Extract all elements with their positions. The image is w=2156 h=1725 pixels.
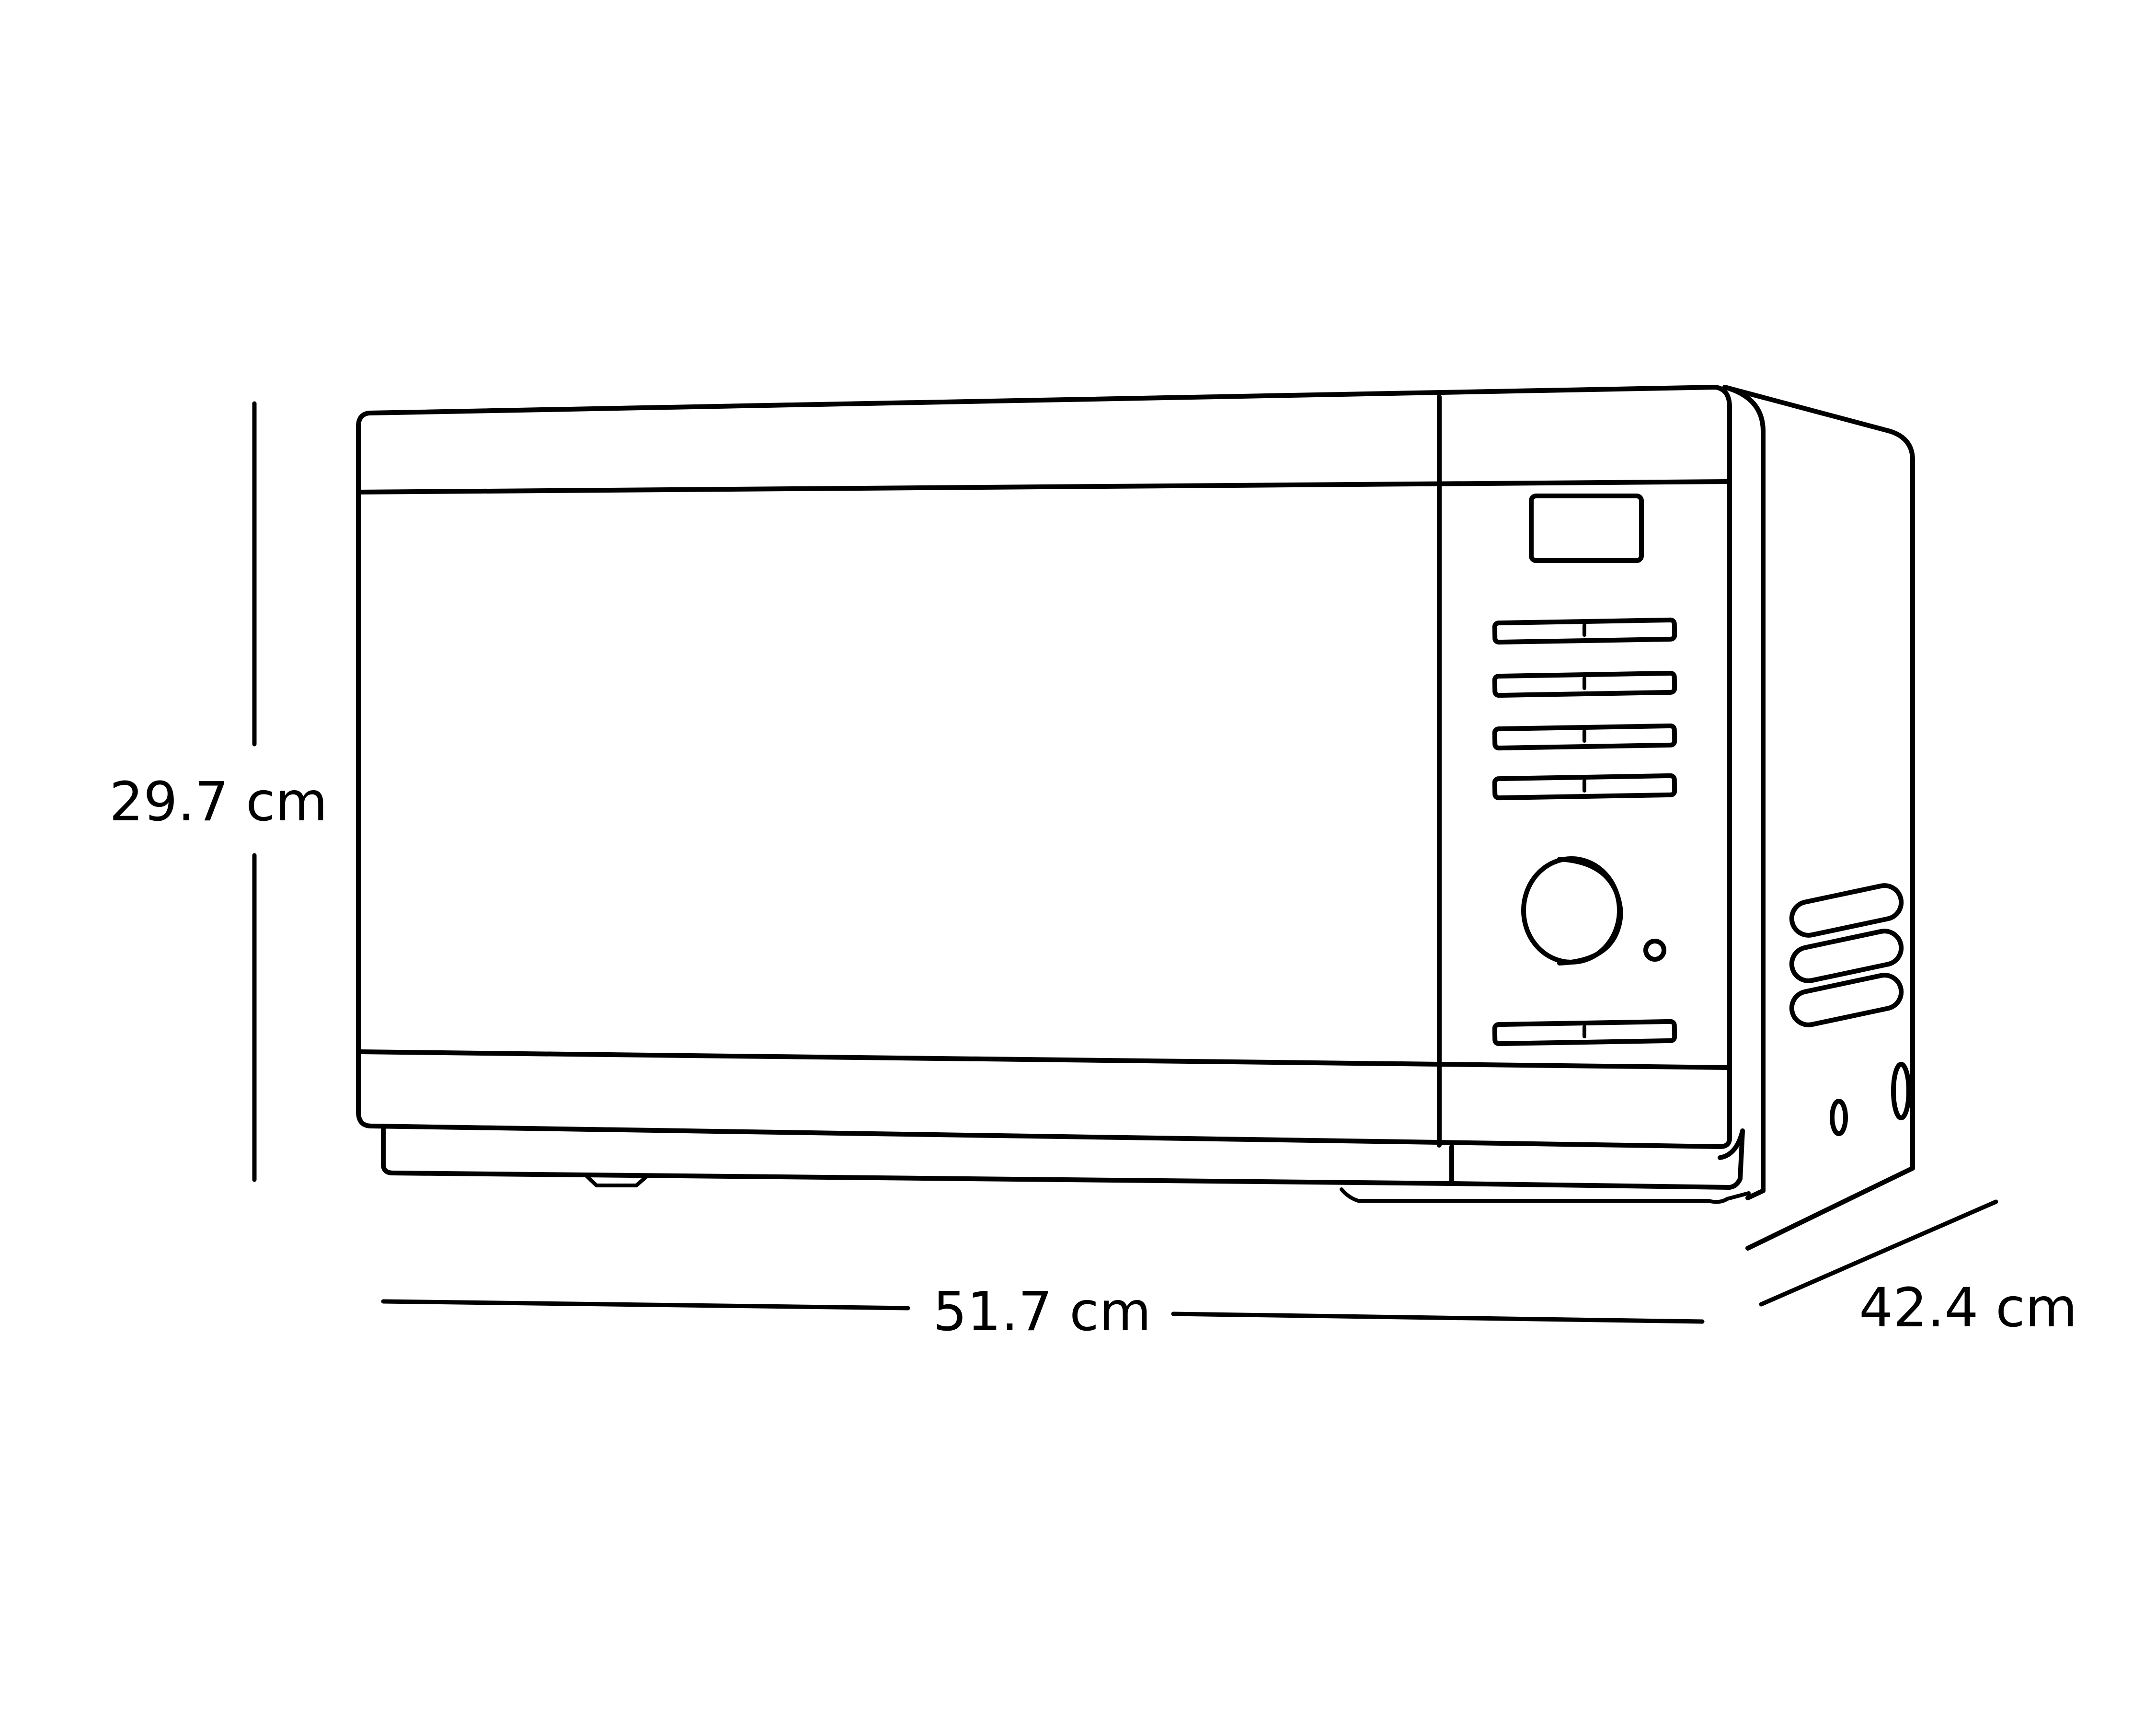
side-panel bbox=[1722, 385, 1915, 1251]
height-label: 29.7 cm bbox=[109, 771, 328, 833]
depth-label: 42.4 cm bbox=[1859, 1277, 2077, 1339]
door-window[interactable] bbox=[364, 498, 1437, 1049]
side-vent bbox=[1789, 973, 1904, 1027]
button-3[interactable] bbox=[1492, 723, 1677, 751]
button-4[interactable] bbox=[1492, 773, 1677, 801]
bottom-trim bbox=[356, 1049, 1732, 1070]
side-vent bbox=[1789, 929, 1904, 983]
indicator-light bbox=[1643, 939, 1666, 962]
control-knob[interactable] bbox=[1521, 856, 1623, 966]
width-label: 51.7 cm bbox=[933, 1281, 1151, 1343]
microwave bbox=[356, 385, 1915, 1251]
depth-dimension: 42.4 cm bbox=[1759, 1199, 2077, 1339]
side-hole bbox=[1830, 1099, 1848, 1136]
foot bbox=[1340, 1187, 1751, 1204]
foot bbox=[584, 1173, 649, 1187]
front-face bbox=[356, 385, 1732, 1149]
button-5[interactable] bbox=[1492, 1019, 1677, 1046]
top-trim bbox=[356, 479, 1732, 494]
height-dimension: 29.7 cm bbox=[109, 401, 328, 1182]
door bbox=[364, 498, 1437, 1049]
width-dimension: 51.7 cm bbox=[381, 1281, 1705, 1343]
base bbox=[381, 1124, 1751, 1204]
depth-line bbox=[1759, 1199, 1998, 1307]
display-window bbox=[1529, 494, 1644, 563]
control-panel bbox=[1492, 494, 1677, 1046]
side-hole bbox=[1891, 1062, 1911, 1120]
button-2[interactable] bbox=[1492, 670, 1677, 698]
side-vent bbox=[1789, 883, 1904, 938]
width-line-left bbox=[381, 1299, 910, 1311]
front-outline bbox=[356, 385, 1732, 1149]
button-1[interactable] bbox=[1492, 617, 1677, 645]
width-line-right bbox=[1171, 1311, 1705, 1324]
